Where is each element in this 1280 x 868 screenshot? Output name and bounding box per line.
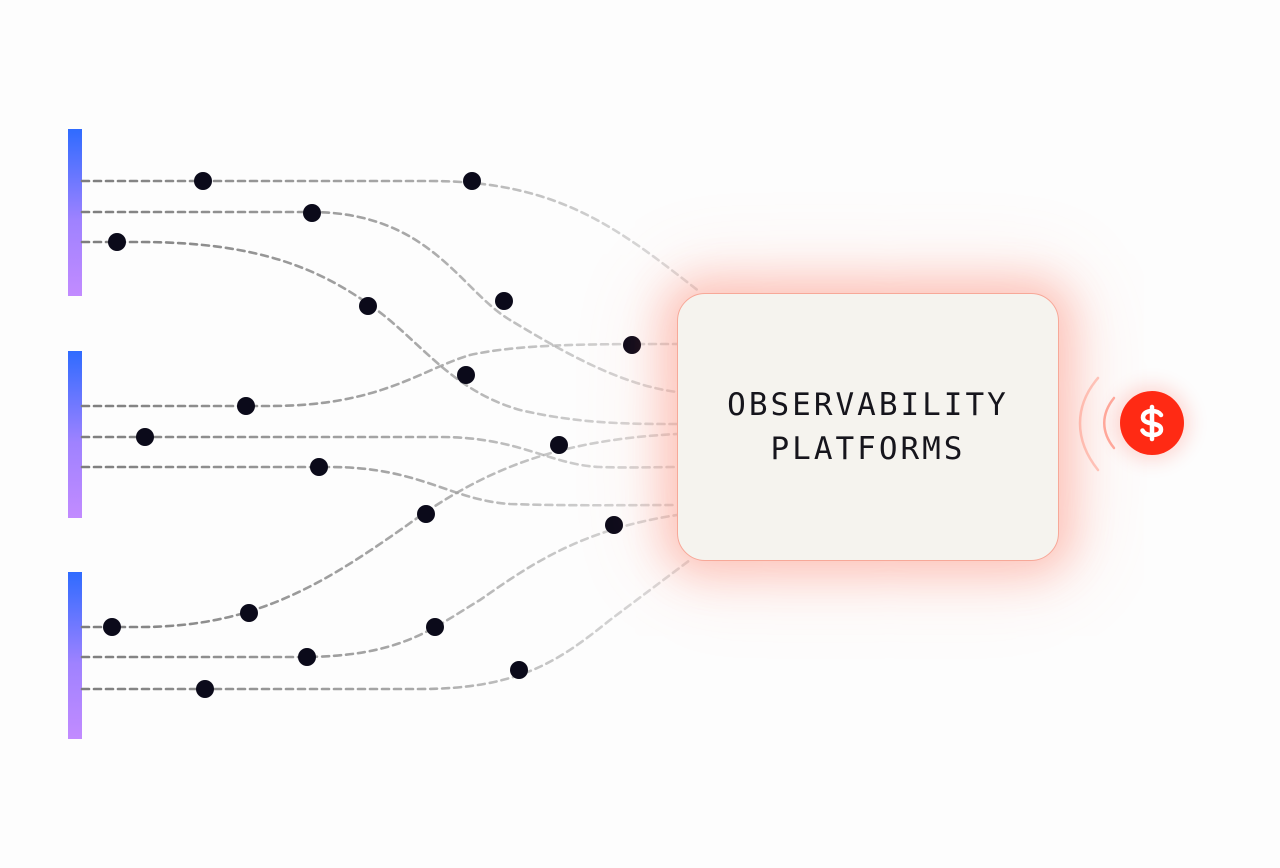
flow-line (80, 210, 679, 394)
data-point (310, 458, 328, 476)
platform-label-line-1: OBSERVABILITY (727, 387, 1009, 423)
data-point (303, 204, 321, 222)
observability-platforms-box: OBSERVABILITY PLATFORMS (677, 293, 1059, 561)
flow-line (80, 465, 679, 507)
signal-waves (1078, 376, 1116, 472)
signal-wave-inner (1103, 396, 1116, 450)
data-point (103, 618, 121, 636)
data-point (359, 297, 377, 315)
data-point (426, 618, 444, 636)
platform-label: OBSERVABILITY PLATFORMS (727, 383, 1009, 471)
source-bar-1 (68, 129, 82, 296)
source-bar-2 (68, 351, 82, 518)
data-point (463, 172, 481, 190)
data-point (417, 505, 435, 523)
source-bars (68, 129, 82, 739)
platform-label-line-2: PLATFORMS (770, 431, 966, 467)
data-point (108, 233, 126, 251)
flow-line (80, 435, 679, 469)
flow-line (80, 558, 692, 691)
data-point (194, 172, 212, 190)
data-points (103, 172, 641, 698)
flow-line (80, 432, 679, 629)
flow-line (80, 342, 679, 408)
data-point (510, 661, 528, 679)
flow-lines (80, 179, 702, 691)
data-point (196, 680, 214, 698)
source-bar-3 (68, 572, 82, 739)
data-point (550, 436, 568, 454)
cost-badge (1120, 391, 1184, 455)
data-point (240, 604, 258, 622)
flow-line (80, 513, 679, 659)
dollar-icon (1140, 404, 1164, 442)
data-point (298, 648, 316, 666)
data-point (605, 516, 623, 534)
data-point (237, 397, 255, 415)
data-point (136, 428, 154, 446)
flow-line (80, 240, 679, 426)
data-point (457, 366, 475, 384)
data-point (495, 292, 513, 310)
flow-line (80, 179, 702, 294)
data-point (623, 336, 641, 354)
signal-wave-outer (1078, 376, 1100, 472)
